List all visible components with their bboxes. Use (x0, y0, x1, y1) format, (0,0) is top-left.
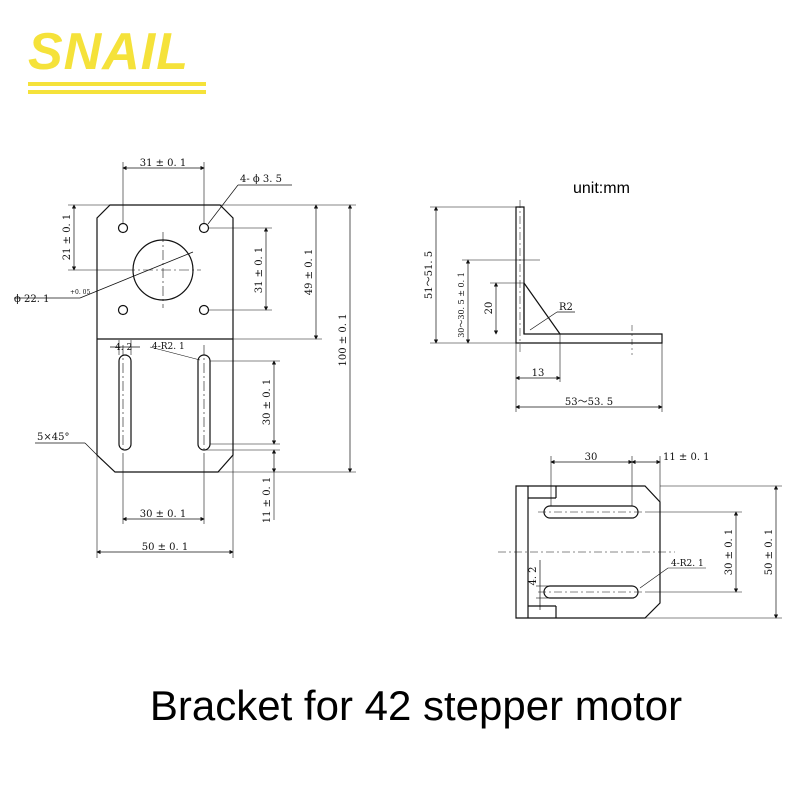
mounting-hole (117, 222, 129, 234)
front-view (14, 162, 356, 558)
dim-center-height: 49 ± 0. 1 (304, 249, 315, 296)
mounting-hole (198, 304, 210, 316)
bottom-view (498, 456, 782, 619)
dim-bottom-slot-spacing: 30 ± 0. 1 (724, 529, 735, 576)
dim-top-to-hole: 21 ± 0. 1 (62, 214, 73, 261)
mounting-hole (198, 222, 210, 234)
logo-underline (28, 82, 206, 86)
bottom-outline (515, 485, 661, 619)
dim-total-height: 100 ± 0. 1 (338, 314, 349, 367)
dim-rib-height: 20 (484, 302, 495, 315)
mounting-hole (117, 304, 129, 316)
side-view (430, 200, 663, 412)
dim-bore-tolerance: +0. 05 (70, 289, 90, 296)
dim-bottom-slot-width: 4. 2 (528, 566, 539, 585)
dim-slot-width: 4. 2 (115, 343, 132, 353)
unit-label: unit:mm (573, 180, 630, 197)
dim-bottom-slot-radius: 4-R2. 1 (671, 559, 704, 569)
dim-slot-length: 30 ± 0. 1 (262, 379, 273, 426)
dim-bore: ϕ 22. 1 (14, 294, 49, 305)
dim-side-length: 53～53. 5 (565, 397, 613, 408)
dim-hole-spacing-top: 31 ± 0. 1 (140, 158, 187, 169)
dim-hole-spacing-vert: 31 ± 0. 1 (254, 247, 265, 294)
brand-logo: SNAIL (28, 23, 189, 81)
dim-slot-radius: 4-R2. 1 (152, 342, 185, 352)
dim-bottom-edge-offset: 11 ± 0. 1 (663, 452, 710, 463)
logo-underline (28, 90, 206, 94)
dim-fillet: R2 (559, 302, 573, 313)
side-rib (523, 282, 561, 335)
dim-rib-range: 30～30. 5 ± 0. 1 (457, 272, 466, 338)
dim-bottom-offset: 11 ± 0. 1 (262, 477, 273, 524)
mount-slot (118, 354, 132, 451)
dim-slot-spacing: 30 ± 0. 1 (140, 509, 187, 520)
side-profile (515, 206, 663, 344)
dim-bottom-total-width: 50 ± 0. 1 (764, 529, 775, 576)
product-caption: Bracket for 42 stepper motor (149, 682, 683, 729)
dim-chamfer: 5×45° (37, 432, 69, 443)
dim-holes: 4- ϕ 3. 5 (240, 174, 282, 185)
dim-rib-base: 13 (532, 368, 545, 379)
dim-side-height: 51～51. 5 (424, 251, 435, 299)
dim-total-width: 50 ± 0. 1 (142, 542, 189, 553)
dim-bottom-slot-length: 30 (585, 452, 598, 463)
